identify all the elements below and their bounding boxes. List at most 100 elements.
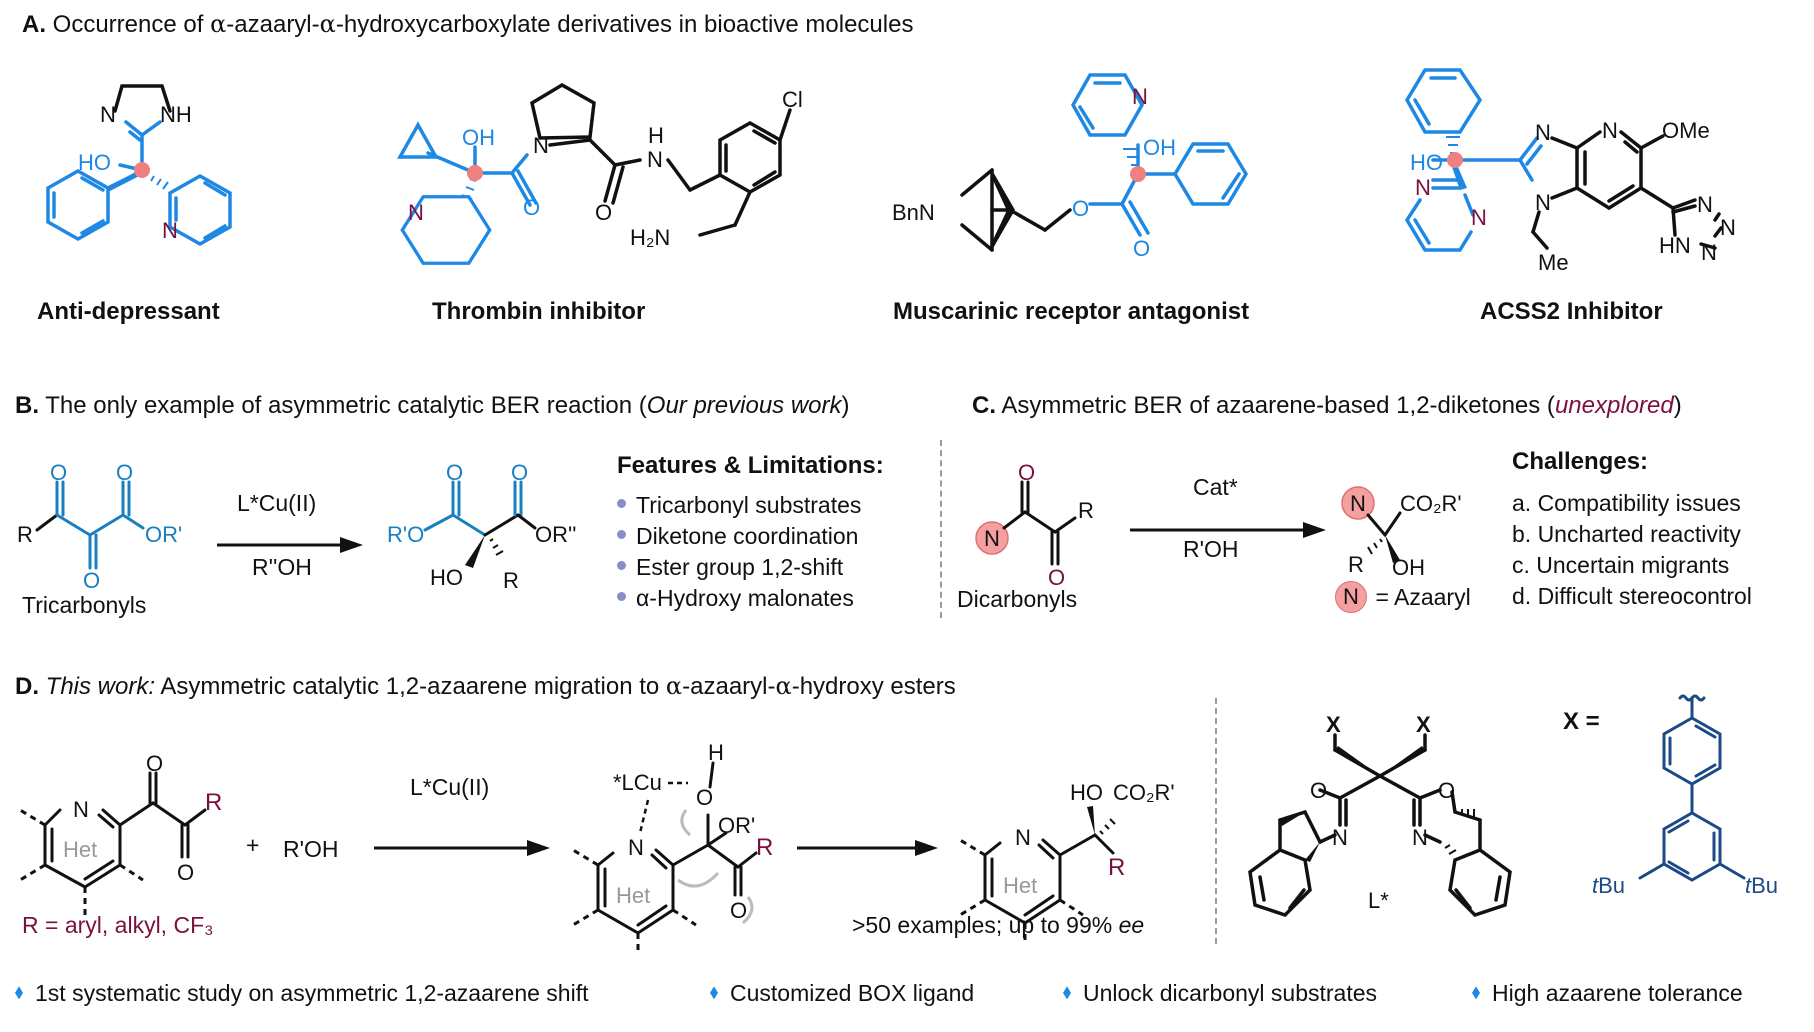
molecule-label-muscarinic-antagonist: Muscarinic receptor antagonist	[893, 298, 1250, 325]
atom-label: OH	[1392, 555, 1425, 580]
highlight-item: Customized BOX ligand	[710, 980, 974, 1007]
atom-label: O	[1310, 778, 1327, 803]
atom-label: Het	[616, 883, 650, 908]
atom-label: N	[1415, 175, 1431, 200]
feature-item: α-Hydroxy malonates	[617, 583, 884, 614]
ligand-label: L*	[1368, 888, 1389, 913]
section-d-letter: D.	[15, 673, 39, 700]
atom-label: N	[1132, 84, 1148, 109]
plus-sign: +	[246, 832, 260, 858]
atom-label: N	[1535, 120, 1551, 145]
ee-text: ee	[1118, 912, 1145, 938]
atom-label: N	[100, 102, 116, 127]
section-b-letter: B.	[15, 392, 39, 419]
atom-label: N	[408, 200, 424, 225]
atom-label: O	[446, 460, 463, 485]
title-italic: Our previous work	[646, 392, 842, 419]
section-a-title: A. Occurrence of α-azaaryl-α-hydroxycarb…	[22, 10, 913, 39]
azaaryl-legend-text: = Azaaryl	[1375, 583, 1471, 610]
atom-label: O	[1438, 778, 1455, 803]
section-c-letter: C.	[972, 392, 996, 419]
alpha-symbol: α	[210, 10, 227, 38]
challenges-title: Challenges:	[1512, 448, 1649, 475]
challenge-item: a. Compatibility issues	[1512, 490, 1741, 516]
acss2-inhibitor-structure: HO N N N N N OMe Me N N N HN	[1404, 68, 1736, 275]
bullet-dot-icon	[617, 592, 626, 602]
azaaryl-hydroxy-ester-product-structure: N CO₂R' R OH	[1341, 486, 1462, 580]
section-divider-d	[1215, 698, 1217, 944]
molecule-label-acss2-inhibitor: ACSS2 Inhibitor	[1480, 298, 1663, 325]
molecule-label-antidepressant: Anti-depressant	[37, 298, 220, 325]
highlight-item: Unlock dicarbonyl substrates	[1063, 980, 1377, 1007]
atom-label: N	[647, 147, 663, 172]
atom-label: N	[162, 218, 178, 243]
atom-label: R'O	[387, 522, 424, 547]
tricarbonyl-substrate-structure: O O O R OR'	[17, 460, 182, 593]
alpha-symbol: α	[775, 672, 792, 700]
molecule-label-thrombin-inhibitor: Thrombin inhibitor	[432, 298, 646, 325]
atom-label: X	[1416, 712, 1431, 737]
feature-text: Tricarbonyl substrates	[636, 492, 862, 518]
atom-label: HO	[78, 150, 111, 175]
atom-label: O	[177, 860, 194, 885]
bullet-dot-icon	[617, 530, 626, 540]
diamond-bullet-icon	[710, 986, 718, 1000]
atom-label: N	[1412, 825, 1428, 850]
section-d-title: D. This work: Asymmetric catalytic 1,2-a…	[15, 672, 956, 701]
atom-label: O	[146, 751, 163, 776]
thrombin-inhibitor-structure: OH O N N O N H Cl H₂N	[397, 82, 803, 265]
azaaryl-marker-icon: N	[1335, 581, 1367, 613]
atom-label: O	[116, 460, 133, 485]
title-text: -azaaryl-	[226, 11, 320, 38]
title-italic: unexplored	[1554, 392, 1674, 419]
r-group-definition: R = aryl, alkyl, CF₃	[22, 912, 214, 938]
title-text: The only example of asymmetric catalytic…	[39, 392, 647, 419]
reaction-arrow-d1	[374, 840, 550, 856]
atom-label: O	[1018, 460, 1035, 485]
tbu-label: tBu	[1745, 873, 1778, 898]
atom-label: H	[648, 123, 664, 148]
feature-text: α-Hydroxy malonates	[636, 585, 854, 611]
section-b-title: B. The only example of asymmetric cataly…	[15, 392, 850, 420]
atom-label: R	[1108, 854, 1125, 881]
title-text: )	[1673, 392, 1682, 419]
atom-label: O	[1072, 196, 1089, 221]
scope-text: >50 examples; up to 99%	[852, 912, 1119, 938]
atom-label: N	[1535, 190, 1551, 215]
atom-label: O	[730, 898, 747, 923]
title-text: Asymmetric BER of azaarene-based 1,2-dik…	[996, 392, 1555, 419]
feature-item: Ester group 1,2-shift	[617, 552, 884, 583]
hydroxy-ester-product-structure: HO CO₂R' N Het R	[959, 780, 1175, 945]
atom-label: O	[1048, 565, 1065, 590]
title-text: -hydroxycarboxylate derivatives in bioac…	[335, 11, 914, 38]
atom-label: N	[1602, 118, 1618, 143]
atom-label: CO₂R'	[1400, 491, 1462, 516]
features-title: Features & Limitations:	[617, 452, 884, 479]
title-text: Asymmetric catalytic 1,2-azaarene migrat…	[155, 673, 666, 700]
atom-label: O	[50, 460, 67, 485]
atom-label: OH	[1143, 135, 1176, 160]
atom-label: HN	[1659, 233, 1691, 258]
atom-label: NH	[160, 102, 192, 127]
reaction-arrow-c	[1130, 522, 1326, 538]
bullet-dot-icon	[617, 499, 626, 509]
atom-label: N	[73, 797, 89, 822]
atom-label: O	[595, 200, 612, 225]
feature-text: Ester group 1,2-shift	[636, 554, 844, 580]
title-text: -azaaryl-	[682, 673, 776, 700]
atom-label: N	[1015, 825, 1031, 850]
atom-label: X	[1326, 712, 1341, 737]
features-box: Features & Limitations: Tricarbonyl subs…	[617, 452, 884, 614]
scope-summary: >50 examples; up to 99% ee	[852, 912, 1144, 939]
reagent-alcohol-b: R''OH	[252, 554, 312, 580]
atom-label: O	[1133, 236, 1150, 261]
antidepressant-structure: N NH HO N	[46, 84, 232, 247]
atom-label: H₂N	[630, 225, 670, 250]
atom-label: CO₂R'	[1113, 780, 1175, 805]
title-text: Occurrence of	[46, 11, 211, 38]
atom-label: R	[17, 522, 33, 547]
highlight-text: Customized BOX ligand	[730, 980, 975, 1006]
azaarene-diketone-substrate-structure: N Het O O R	[19, 751, 222, 920]
diamond-bullet-icon	[1063, 986, 1071, 1000]
feature-item: Diketone coordination	[617, 521, 884, 552]
